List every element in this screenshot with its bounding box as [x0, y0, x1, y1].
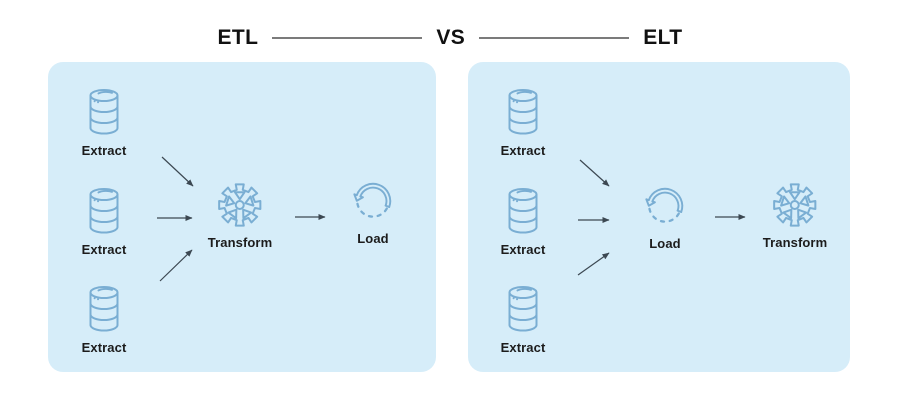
database-icon [508, 188, 538, 234]
elt-source-2: Extract [483, 186, 563, 257]
vs-label: VS [436, 26, 466, 49]
gear-icon [773, 183, 817, 227]
etl-source-2: Extract [64, 186, 144, 257]
refresh-icon [353, 182, 392, 218]
elt-title: ELT [643, 26, 683, 49]
database-icon [508, 89, 538, 135]
etl-title: ETL [217, 26, 259, 49]
etl-transform-step: Transform [208, 181, 272, 250]
refresh-icon [645, 187, 684, 223]
database-icon [89, 89, 119, 135]
load-label: Load [649, 236, 681, 251]
transform-label: Transform [207, 235, 273, 250]
elt-flow-arrows [577, 159, 746, 276]
extract-label: Extract [81, 242, 127, 257]
database-icon [89, 286, 119, 332]
etl-load-step: Load [350, 179, 396, 246]
transform-label: Transform [762, 235, 828, 250]
gear-icon [218, 183, 262, 227]
load-label: Load [357, 231, 389, 246]
extract-label: Extract [81, 340, 127, 355]
database-icon [89, 188, 119, 234]
elt-transform-step: Transform [763, 181, 827, 250]
extract-label: Extract [500, 242, 546, 257]
elt-source-1: Extract [483, 87, 563, 158]
header: ETL VS ELT [0, 26, 900, 50]
elt-source-3: Extract [483, 284, 563, 355]
etl-source-3: Extract [64, 284, 144, 355]
extract-label: Extract [500, 143, 546, 158]
etl-source-1: Extract [64, 87, 144, 158]
elt-load-step: Load [642, 184, 688, 251]
extract-label: Extract [81, 143, 127, 158]
etl-flow-arrows [157, 156, 326, 282]
etl-panel: Extract Extract Extract Transform Load [48, 62, 436, 372]
extract-label: Extract [500, 340, 546, 355]
header-divider-right [479, 37, 630, 39]
database-icon [508, 286, 538, 332]
header-divider-left [272, 37, 423, 39]
elt-panel: Extract Extract Extract Load Transform [468, 62, 850, 372]
